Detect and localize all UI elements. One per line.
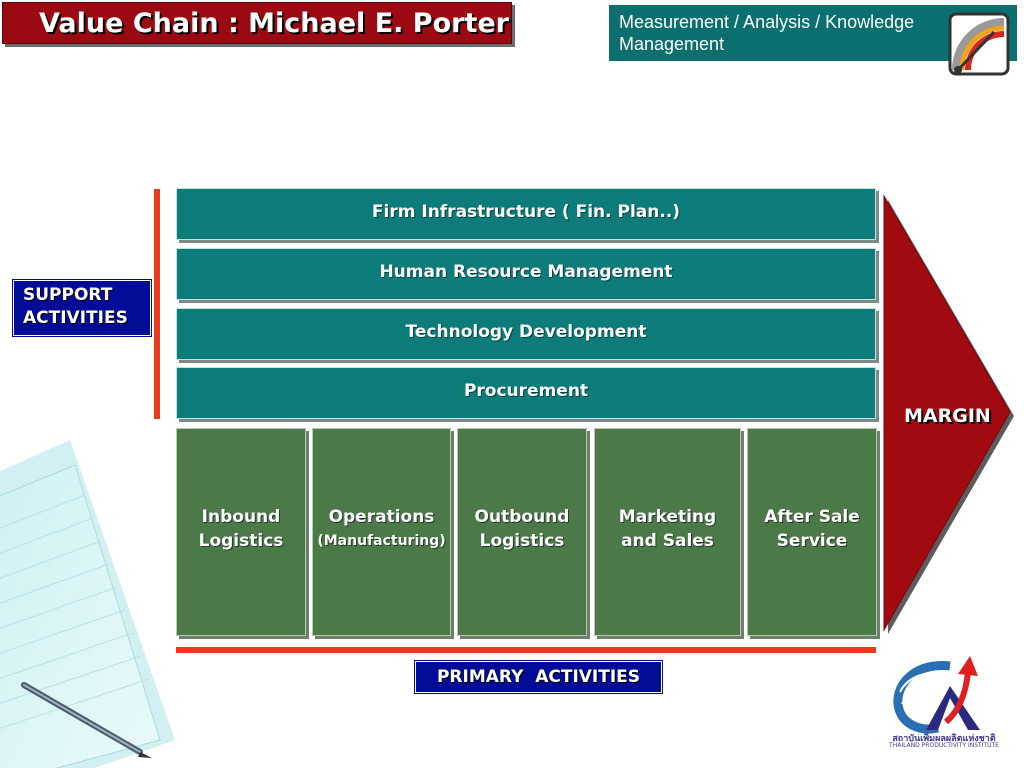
support-activities-bracket (154, 189, 160, 419)
gauge-icon (948, 12, 1010, 76)
primary-outbound-logistics-line-1: Outbound (474, 507, 570, 527)
primary-marketing-and-sales-line-2: and Sales (621, 531, 714, 551)
slide-title: Value Chain : Michael E. Porter (2, 2, 512, 44)
margin-label: MARGIN (904, 405, 991, 427)
primary-inbound-logistics: Inbound Logistics (176, 428, 306, 636)
primary-after-sale-service-line-2: Service (776, 531, 848, 551)
primary-inbound-logistics-line-1: Inbound (201, 507, 281, 527)
primary-after-sale-service: After Sale Service (747, 428, 877, 636)
primary-outbound-logistics-line-2: Logistics (479, 531, 565, 551)
notepad-pen-decoration (0, 440, 175, 768)
primary-operations-line-1: Operations (328, 507, 435, 527)
primary-activities-bracket (176, 647, 876, 653)
support-label-line-1: SUPPORT (23, 285, 113, 305)
institute-name-en: THAILAND PRODUCTIVITY INSTITUTE (889, 742, 999, 749)
primary-after-sale-service-line-1: After Sale (764, 507, 860, 527)
primary-activities-label: PRIMARY ACTIVITIES (414, 660, 663, 694)
primary-operations: Operations (Manufacturing) (312, 428, 451, 636)
primary-operations-line-2: (Manufacturing) (317, 533, 446, 549)
support-procurement: Procurement (176, 367, 876, 419)
support-firm-infrastructure: Firm Infrastructure ( Fin. Plan..) (176, 188, 876, 240)
primary-marketing-and-sales: Marketing and Sales (594, 428, 741, 636)
support-technology-development: Technology Development (176, 308, 876, 360)
institute-logo (893, 656, 980, 734)
institute-name-th: สถาบันเพิ่มผลผลิตแห่งชาติ (892, 734, 996, 744)
primary-inbound-logistics-line-2: Logistics (198, 531, 284, 551)
support-human-resource-management: Human Resource Management (176, 248, 876, 300)
primary-outbound-logistics: Outbound Logistics (457, 428, 587, 636)
margin-arrow (883, 194, 1014, 634)
support-activities-label: SUPPORT ACTIVITIES (12, 279, 152, 337)
support-label-line-2: ACTIVITIES (23, 308, 128, 328)
primary-marketing-and-sales-line-1: Marketing (618, 507, 717, 527)
